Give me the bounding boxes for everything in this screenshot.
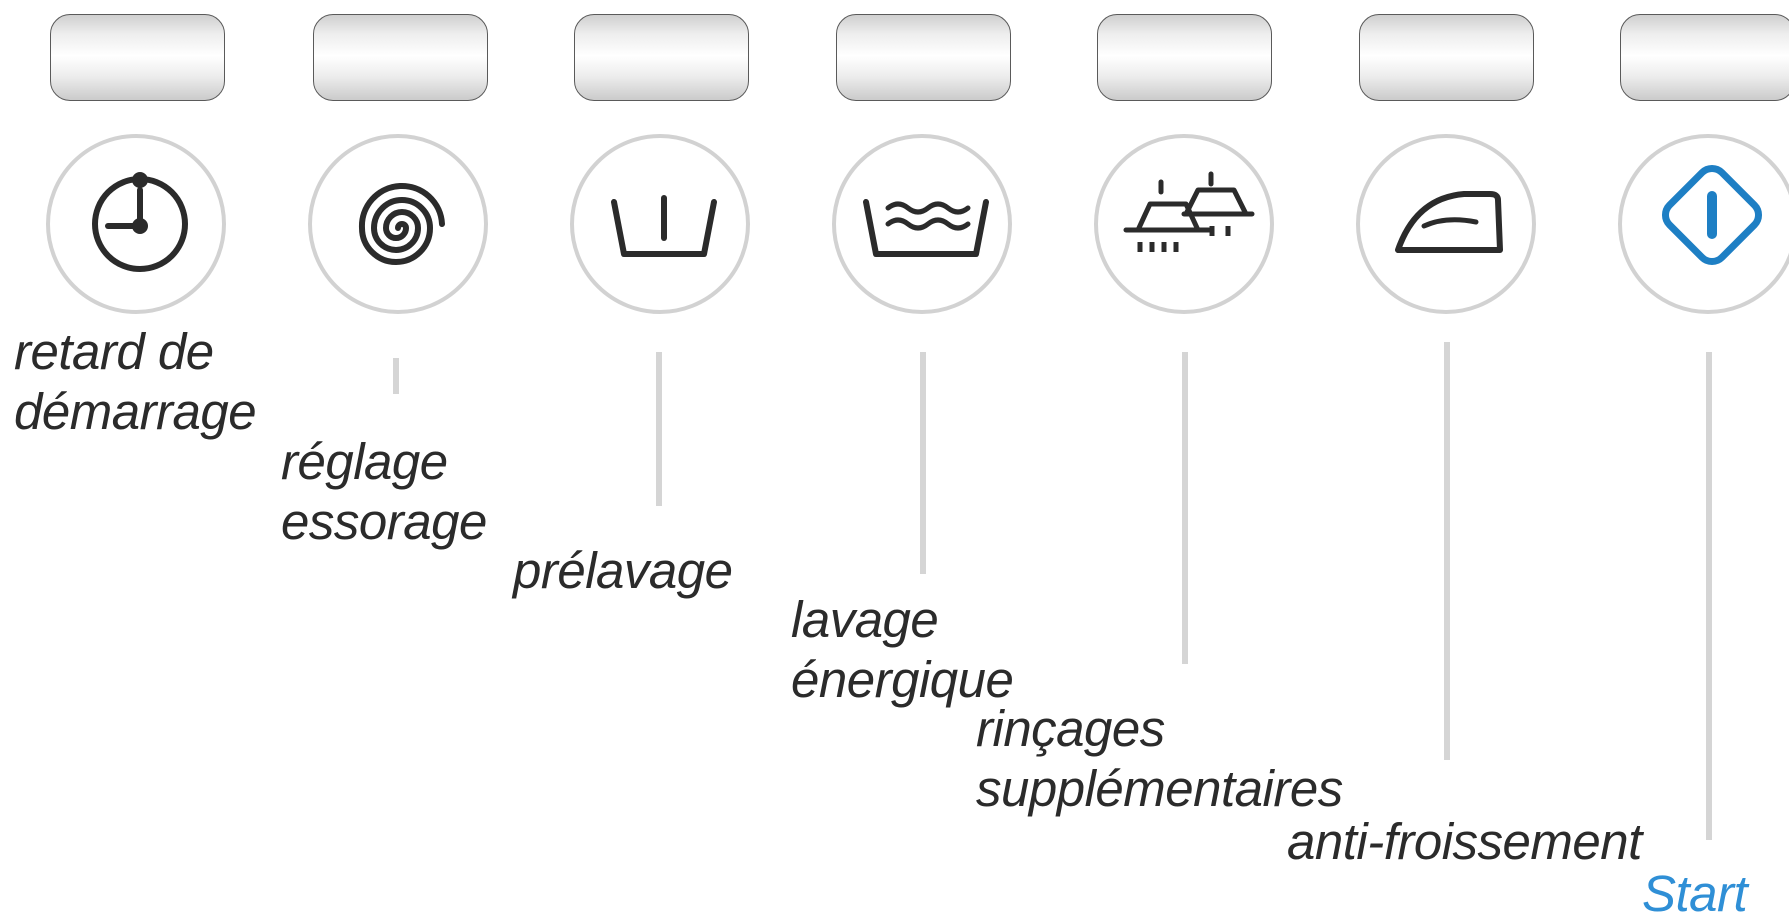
delay-start-icon-ring: [46, 134, 226, 314]
spin-setting-button[interactable]: [313, 14, 488, 101]
basin-prewash-icon: [611, 195, 717, 257]
spiral-icon: [358, 183, 445, 265]
start-label: Start: [1642, 865, 1748, 922]
timer-icon: [92, 172, 188, 272]
delay-start-button[interactable]: [50, 14, 225, 101]
prewash-icon-ring: [570, 134, 750, 314]
start-connector: [1706, 352, 1712, 840]
anti-crease-label: anti-froissement: [1287, 813, 1642, 870]
anti-crease-button[interactable]: [1359, 14, 1534, 101]
anti-crease-connector: [1444, 342, 1450, 760]
extra-rinse-connector: [1182, 352, 1188, 664]
intensive-wash-connector: [920, 352, 926, 574]
prewash-connector: [656, 352, 662, 506]
start-button[interactable]: [1620, 14, 1789, 101]
intensive-wash-button[interactable]: [836, 14, 1011, 101]
start-icon: [1661, 164, 1763, 266]
iron-icon: [1395, 191, 1503, 253]
spin-setting-connector: [393, 358, 399, 394]
rinse-shower-icon: [1123, 171, 1255, 252]
spin-setting-icon-ring: [308, 134, 488, 314]
intensive-wash-icon-ring: [832, 134, 1012, 314]
basin-waves-icon: [863, 199, 989, 257]
extra-rinse-icon-ring: [1094, 134, 1274, 314]
extra-rinse-button[interactable]: [1097, 14, 1272, 101]
prewash-label: prélavage: [513, 542, 733, 599]
anti-crease-icon-ring: [1356, 134, 1536, 314]
start-icon-ring: [1618, 134, 1789, 314]
prewash-button[interactable]: [574, 14, 749, 101]
